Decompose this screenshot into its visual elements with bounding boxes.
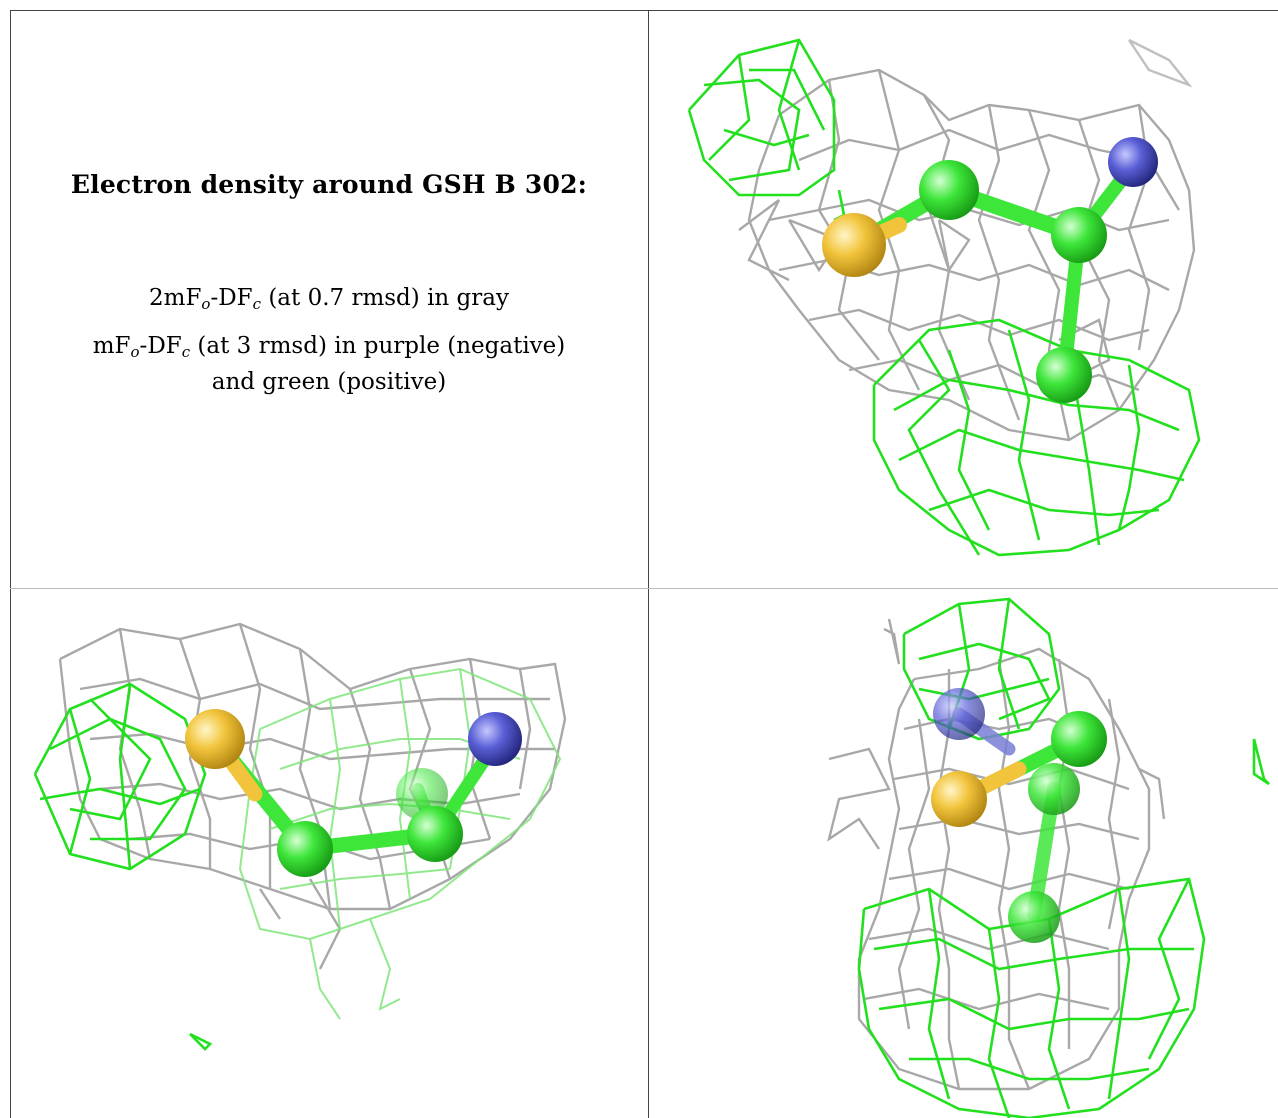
caption-text: 2mF (149, 285, 202, 311)
caption-line-2fo-fc: 2mFo-DFc (at 0.7 rmsd) in gray (10, 282, 648, 320)
gsh-molecule (185, 709, 522, 877)
caption-title: Electron density around GSH B 302: (70, 170, 588, 199)
subscript-c: c (252, 295, 262, 313)
subscript-o: o (201, 295, 211, 313)
gsh-molecule (822, 137, 1158, 403)
horizontal-divider (10, 588, 1278, 589)
density-view-bottom-right (649, 589, 1278, 1118)
top-border (10, 10, 1278, 11)
gray-mesh (738, 38, 1196, 442)
density-render (33, 622, 567, 1051)
caption-text: -DF (139, 333, 182, 359)
gsh-molecule (931, 688, 1107, 943)
density-render (827, 597, 1270, 1118)
atom-carbon (1028, 763, 1080, 815)
atom-carbon (1008, 891, 1060, 943)
atom-sulfur (931, 771, 987, 827)
caption-line-fo-fc: mFo-DFc (at 3 rmsd) in purple (negative) (10, 330, 648, 368)
caption-text: mF (92, 333, 131, 359)
atom-carbon (1051, 207, 1107, 263)
caption-text: -DF (210, 285, 253, 311)
green-mesh (33, 682, 213, 1051)
atom-sulfur (185, 709, 245, 769)
atom-carbon (407, 806, 463, 862)
atom-nitrogen (1108, 137, 1158, 187)
density-view-bottom-left (10, 589, 648, 1118)
subscript-c: c (181, 343, 191, 361)
atom-carbon (1036, 347, 1092, 403)
caption-text: (at 3 rmsd) in purple (negative) (190, 333, 566, 359)
atom-carbon (277, 821, 333, 877)
vertical-divider (648, 10, 649, 1118)
caption-line-green: and green (positive) (211, 369, 447, 395)
green-mesh (687, 38, 1201, 557)
density-render (687, 38, 1201, 557)
atom-nitrogen (933, 688, 985, 740)
caption-text: (at 0.7 rmsd) in gray (261, 285, 509, 311)
atom-carbon (919, 160, 979, 220)
gray-mesh (58, 622, 567, 970)
atom-nitrogen (468, 712, 522, 766)
atom-sulfur (822, 213, 886, 277)
atom-carbon (1051, 711, 1107, 767)
subscript-o: o (130, 343, 140, 361)
density-view-top-right (649, 10, 1278, 588)
left-border (10, 10, 11, 1118)
caption-panel: Electron density around GSH B 302: 2mFo-… (10, 10, 648, 588)
